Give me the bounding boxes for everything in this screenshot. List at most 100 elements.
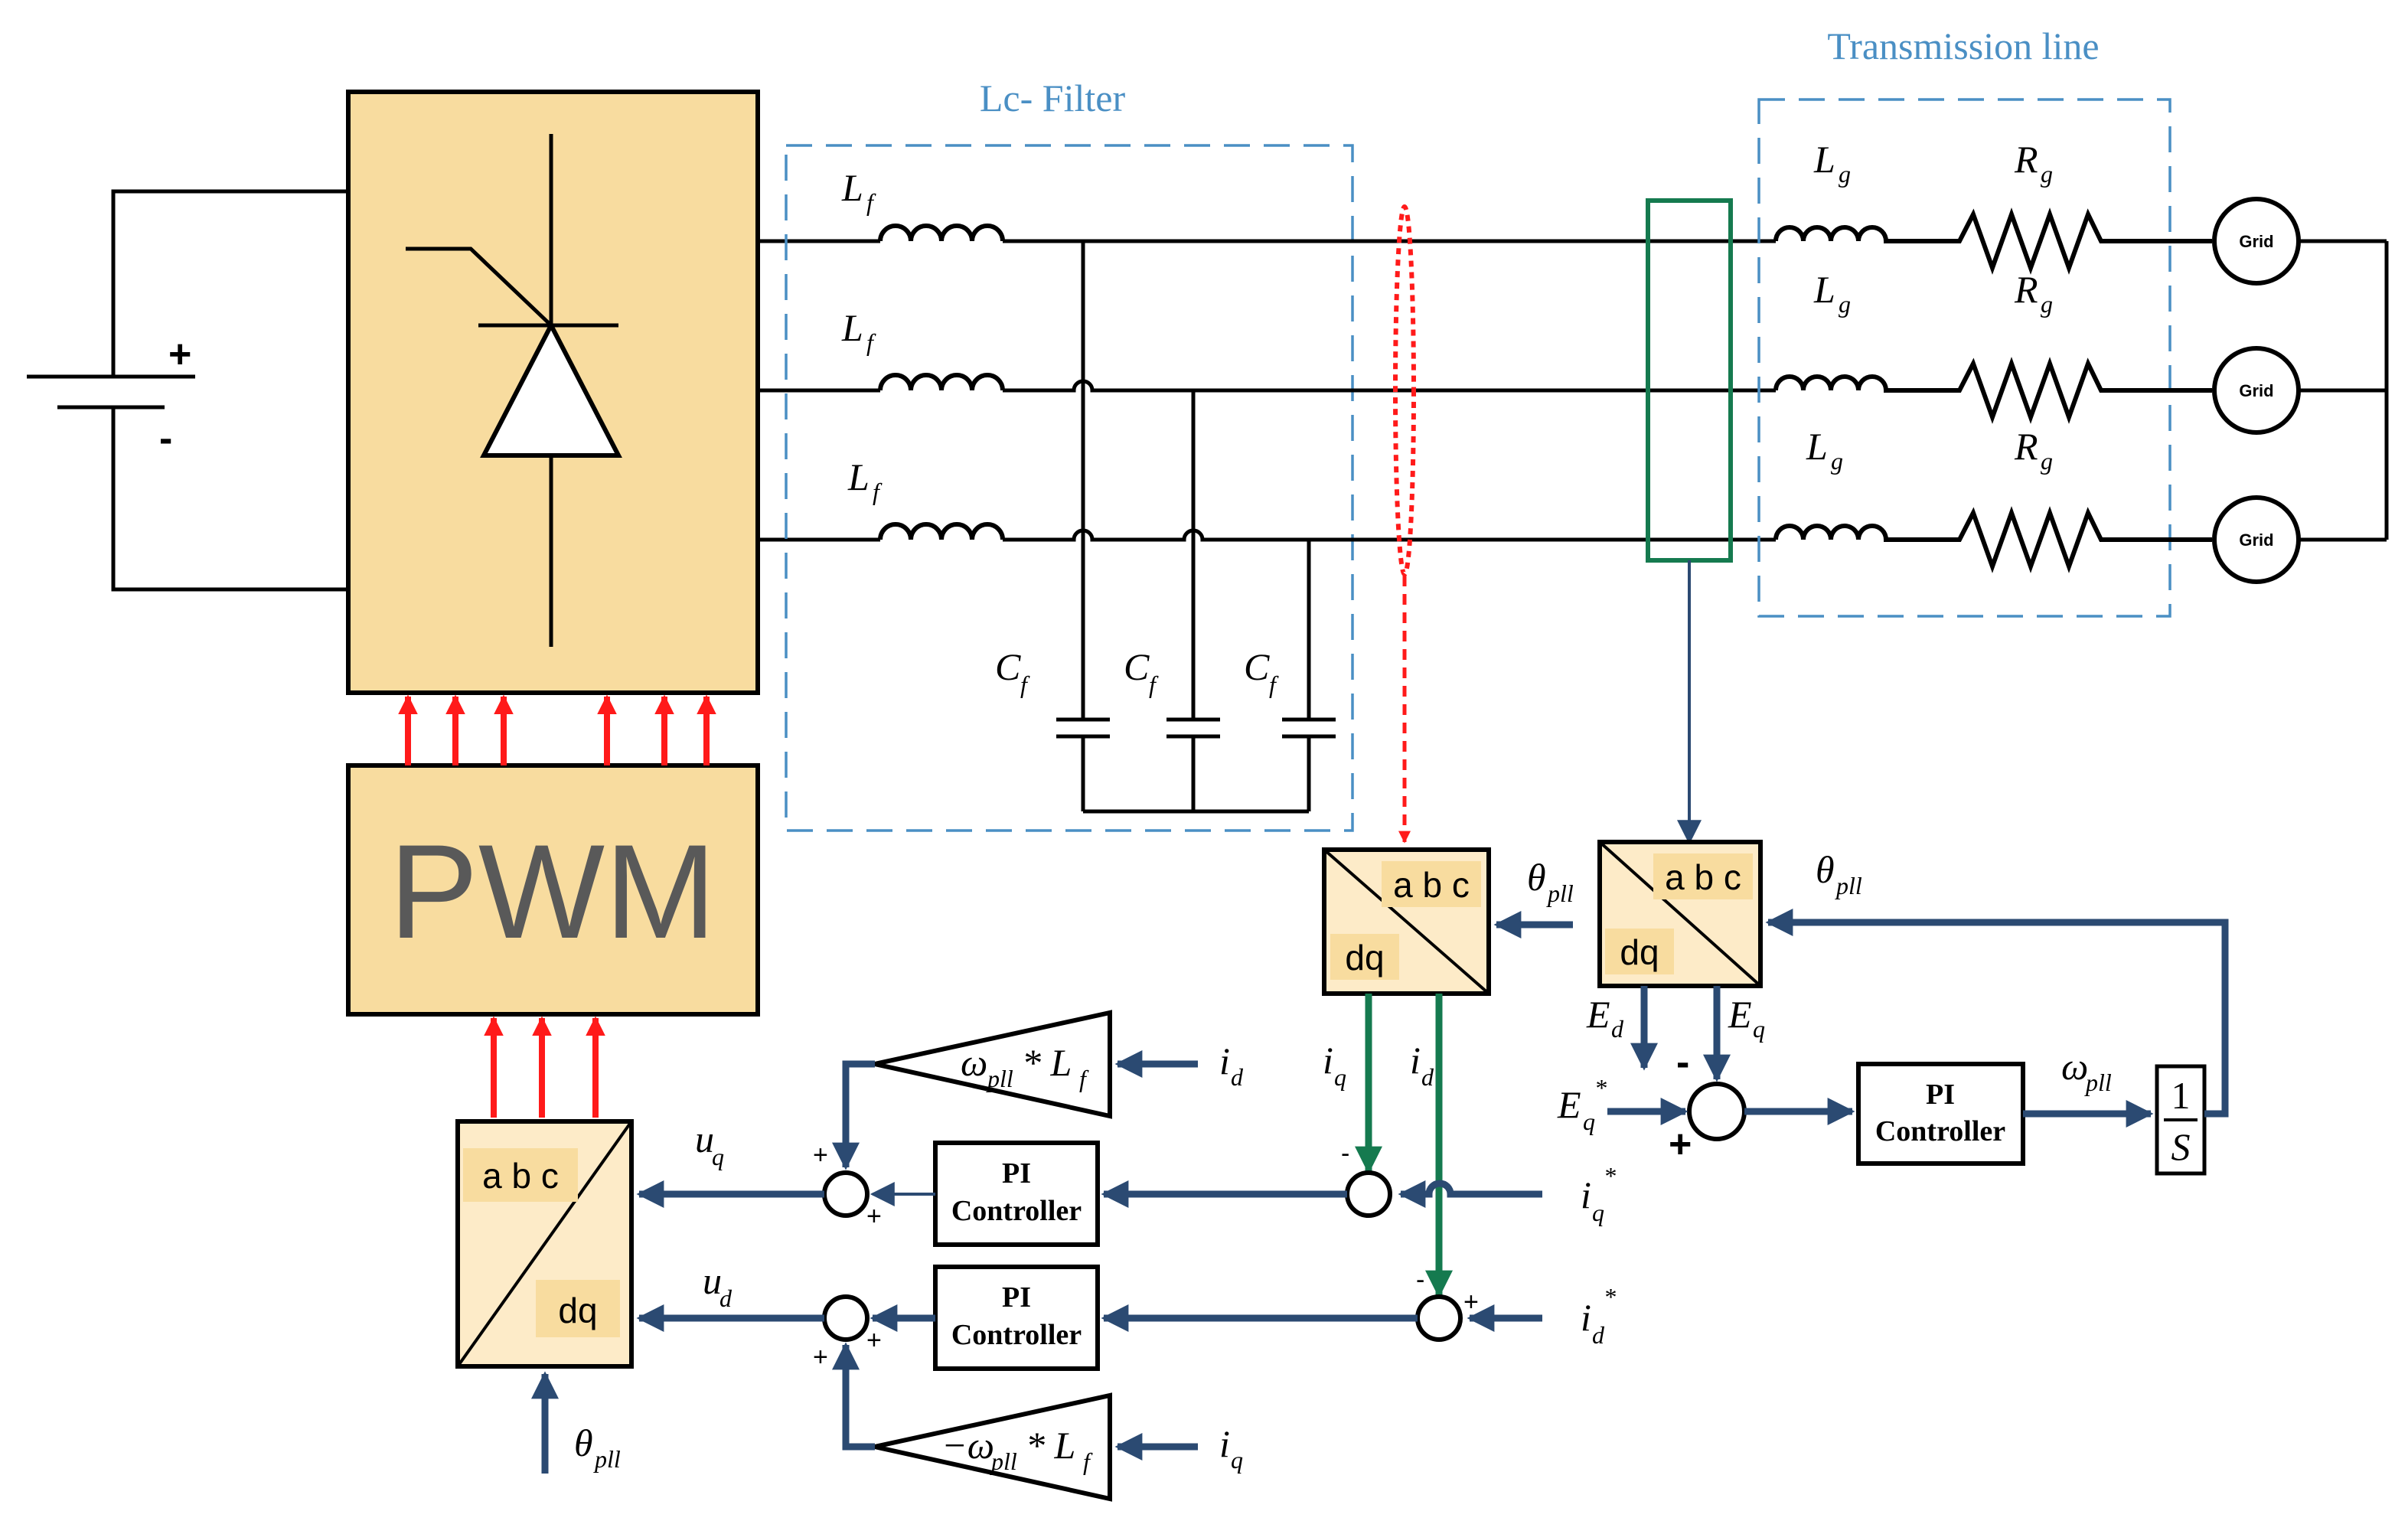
rg-label-a: R g <box>2014 138 2053 188</box>
pll-pi-controller: PI Controller <box>1856 1062 2025 1166</box>
svg-text:E: E <box>1557 1083 1581 1126</box>
svg-text:L: L <box>841 166 863 209</box>
gain-block-bottom: −ω pll * L f <box>874 1392 1112 1502</box>
gain-block-top: ω pll * L f <box>874 1010 1112 1119</box>
theta-pll-feedback <box>1765 909 2229 1118</box>
svg-text:C: C <box>1124 645 1150 688</box>
id-sum-minus: - <box>1416 1265 1424 1294</box>
svg-text:θ: θ <box>1816 848 1835 891</box>
svg-text:Controller: Controller <box>951 1195 1082 1227</box>
integrator-block: 1 S <box>2155 1064 2207 1176</box>
svg-text:L: L <box>1813 138 1835 181</box>
svg-text:θ: θ <box>574 1421 593 1464</box>
svg-text:*: * <box>1594 1074 1607 1102</box>
svg-text:f: f <box>866 328 876 356</box>
cf-label-a: C f <box>995 645 1030 698</box>
pll-sum-junction <box>1687 1082 1747 1141</box>
rg-label-c: R g <box>2014 425 2053 475</box>
iq-sum-junction <box>1345 1170 1392 1218</box>
svg-text:R: R <box>2014 268 2038 311</box>
pi-controller-q: PI Controller <box>933 1141 1100 1247</box>
eq-ref-label: E q * <box>1557 1074 1607 1135</box>
current-sensor <box>1393 204 1416 576</box>
phase-wires <box>1003 239 1776 542</box>
svg-text:q: q <box>1231 1446 1243 1474</box>
svg-text:pll: pll <box>2084 1069 2112 1096</box>
svg-text:u: u <box>703 1259 722 1302</box>
svg-text:PI: PI <box>1002 1157 1031 1190</box>
svg-text:g: g <box>1839 160 1851 188</box>
svg-text:*: * <box>1604 1162 1616 1190</box>
svg-text:i: i <box>1581 1173 1591 1216</box>
svg-text:−ω: −ω <box>941 1424 994 1467</box>
svg-text:g: g <box>2041 447 2053 475</box>
dc-source <box>27 189 348 592</box>
svg-text:Grid: Grid <box>2239 381 2273 400</box>
svg-text:* L: * L <box>1022 1041 1072 1084</box>
svg-text:pll: pll <box>986 1065 1013 1092</box>
current-abc-dq-transform: a b c dq <box>1322 847 1491 996</box>
svg-text:S: S <box>2171 1125 2191 1168</box>
iq-ref-label: i q * <box>1581 1162 1616 1226</box>
gain-bottom-output <box>832 1342 875 1451</box>
svg-text:E: E <box>1586 993 1610 1036</box>
svg-text:f: f <box>1269 671 1279 698</box>
ud-sum-plus-right: + <box>866 1326 882 1355</box>
pll-sum-plus: + <box>1669 1122 1692 1167</box>
voltage-abc-dq-transform: a b c dq <box>1597 840 1763 988</box>
ud-sum-plus-bottom: + <box>813 1343 828 1372</box>
svg-text:i: i <box>1219 1422 1230 1465</box>
lf-label-a: L f <box>841 166 876 216</box>
svg-text:L: L <box>1813 268 1835 311</box>
svg-text:f: f <box>866 188 876 216</box>
lf-label-c: L f <box>847 455 883 505</box>
svg-text:q: q <box>712 1143 724 1170</box>
grid-neutral <box>2299 239 2389 542</box>
omega-pll-label: ω pll <box>2061 1045 2112 1096</box>
svg-text:C: C <box>995 645 1021 688</box>
svg-text:d: d <box>1611 1015 1624 1043</box>
theta-pll-label-inverse: θ pll <box>574 1421 621 1473</box>
svg-text:PI: PI <box>1002 1281 1031 1314</box>
svg-text:a b c: a b c <box>1393 865 1470 905</box>
id-label: i d <box>1410 1039 1434 1091</box>
grid-impedances <box>1773 207 2212 573</box>
svg-text:dq: dq <box>558 1291 597 1330</box>
svg-text:q: q <box>1583 1108 1595 1135</box>
svg-text:q: q <box>1592 1199 1604 1226</box>
svg-text:PI: PI <box>1926 1079 1955 1111</box>
inverter-outputs <box>758 239 880 542</box>
uq-label: u q <box>695 1118 724 1170</box>
uq-sum-junction <box>822 1170 870 1218</box>
svg-text:E: E <box>1728 993 1752 1036</box>
cf-label-c: C f <box>1244 645 1279 698</box>
lg-label-a: L g <box>1813 138 1851 188</box>
lc-filter-label: Lc- Filter <box>980 77 1126 119</box>
svg-text:dq: dq <box>1345 938 1384 978</box>
ud-sum-junction <box>822 1294 870 1342</box>
lc-capacitors <box>1056 241 1336 814</box>
svg-text:g: g <box>1839 290 1851 318</box>
cf-label-b: C f <box>1124 645 1159 698</box>
gain-bottom-input-label: i q <box>1219 1422 1243 1474</box>
svg-text:a b c: a b c <box>482 1156 559 1196</box>
pwm-block: PWM <box>346 763 760 1017</box>
dc-plus-sign: + <box>168 332 191 377</box>
lc-filter-box <box>785 144 1354 832</box>
svg-text:q: q <box>1753 1015 1765 1043</box>
svg-text:i: i <box>1219 1040 1230 1082</box>
svg-text:pll: pll <box>990 1448 1017 1475</box>
pi-controller-d: PI Controller <box>933 1265 1100 1371</box>
id-sum-junction <box>1415 1294 1463 1342</box>
pwm-input-arrows <box>484 1016 605 1118</box>
grid-source-c: Grid <box>2212 495 2301 584</box>
svg-text:f: f <box>873 478 883 505</box>
gain-top-output <box>832 1060 875 1170</box>
uq-sum-plus-top: + <box>813 1141 828 1170</box>
transmission-line-label: Transmission line <box>1827 24 2099 67</box>
voltage-sensor <box>1646 198 1733 563</box>
svg-text:pll: pll <box>1835 872 1862 899</box>
gain-top-input-label: i d <box>1219 1040 1244 1091</box>
svg-text:q: q <box>1334 1063 1346 1091</box>
pwm-label: PWM <box>389 818 716 967</box>
